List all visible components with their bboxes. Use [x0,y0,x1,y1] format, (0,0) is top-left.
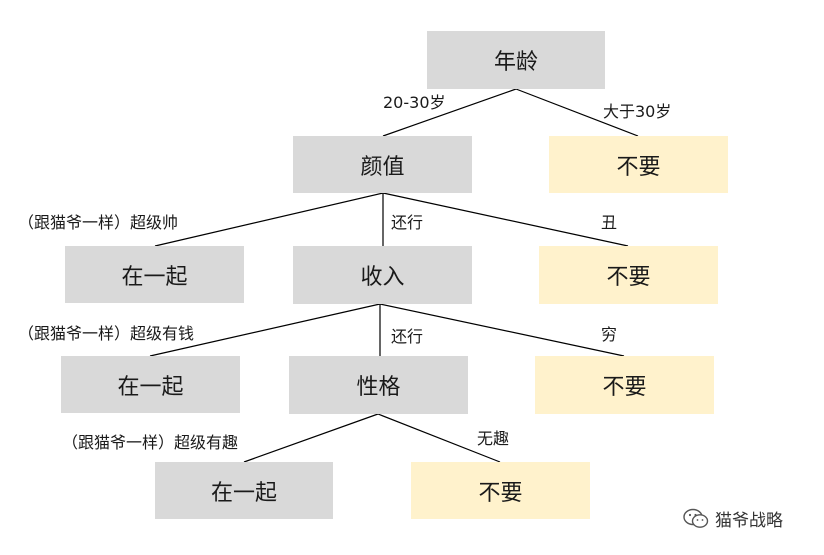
node-reject-poor: 不要 [535,356,714,414]
watermark-text: 猫爷战略 [715,511,783,531]
edge-label-age-over-30: 大于30岁 [603,102,672,121]
edge-label-income-poor: 穷 [601,325,618,344]
node-looks: 颜值 [293,136,472,193]
edge-label-personality-boring: 无趣 [477,429,510,448]
node-age: 年龄 [427,31,605,89]
node-reject-over30: 不要 [549,136,728,193]
node-together-2: 在一起 [61,356,240,413]
node-together-3: 在一起 [155,462,333,519]
edge-label-looks-ugly: 丑 [601,213,618,232]
edge-looks-together [154,192,384,247]
edge-looks-reject [382,192,629,247]
edge-age-looks [382,88,517,137]
node-income: 收入 [293,246,472,304]
edge-personality-together [243,413,379,463]
edge-label-personality-super: （跟猫爷一样）超级有趣 [62,433,239,452]
edge-label-looks-ok: 还行 [391,213,424,232]
wechat-icon [683,508,709,530]
node-personality: 性格 [289,356,468,414]
edge-label-looks-super: （跟猫爷一样）超级帅 [18,213,179,232]
edge-age-reject [515,88,639,137]
edge-label-income-ok: 还行 [391,327,424,346]
edge-label-age-20-30: 20-30岁 [383,93,446,112]
edge-personality-reject [377,413,501,463]
edge-income-together [149,303,381,357]
edge-income-reject [379,303,625,357]
node-reject-ugly: 不要 [539,246,718,304]
edge-label-income-super: （跟猫爷一样）超级有钱 [18,324,195,343]
node-together-1: 在一起 [65,246,244,303]
watermark: 猫爷战略 [683,506,783,531]
node-reject-boring: 不要 [411,462,590,519]
